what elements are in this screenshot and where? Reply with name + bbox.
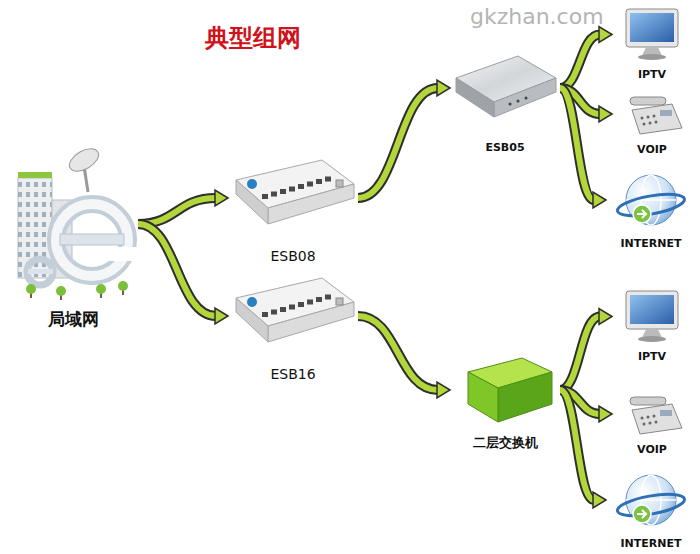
- esb05-device-part: [525, 97, 528, 100]
- lan-icon-part: [26, 284, 36, 294]
- arrow-head: [215, 190, 228, 206]
- terminal-node: INTERNET: [606, 168, 696, 251]
- switch-device-part: [468, 372, 498, 422]
- flow-arrow: [138, 224, 228, 324]
- arrow-head: [437, 80, 450, 96]
- arrow-outline: [560, 390, 594, 500]
- tv-monitor: [626, 291, 678, 342]
- lan-icon-part: [102, 247, 138, 261]
- esb05-device-part: [456, 78, 494, 117]
- node-label: 二层交换机: [473, 435, 538, 452]
- flow-arrow: [138, 190, 228, 224]
- switch-device-part: [498, 372, 552, 422]
- voip-phone: [630, 97, 682, 134]
- arrow-outline: [560, 88, 594, 200]
- esb05-device: [456, 56, 556, 117]
- arrow-outline: [560, 35, 600, 89]
- arrow-head: [599, 106, 612, 122]
- esb08-device: [236, 160, 354, 224]
- esb16-device: [236, 278, 354, 342]
- arrow-shaft: [358, 316, 438, 390]
- arrow-shaft: [560, 88, 594, 200]
- arrow-shaft: [560, 317, 600, 391]
- arrow-shaft: [560, 35, 600, 89]
- internet-globe: [616, 475, 686, 525]
- lan-icon-part: [27, 259, 53, 285]
- switch-device: [468, 358, 552, 422]
- watermark: gkzhan.com: [470, 4, 604, 29]
- node-label: VOIP: [637, 443, 667, 457]
- arrow-shaft: [560, 390, 594, 500]
- arrow-outline: [358, 88, 438, 198]
- flow-arrow: [560, 309, 612, 391]
- node-label: ESB05: [485, 141, 524, 155]
- node-label: IPTV: [638, 350, 666, 364]
- tv-monitor: [626, 9, 678, 60]
- device-node: ESB16: [228, 268, 358, 383]
- terminal-node: VOIP: [612, 390, 692, 457]
- flow-arrow: [560, 390, 606, 508]
- arrow-head: [215, 308, 228, 324]
- flow-arrow: [560, 88, 606, 208]
- arrow-outline: [138, 224, 216, 316]
- node-label: VOIP: [637, 143, 667, 157]
- arrow-head: [437, 382, 450, 398]
- terminal-node: IPTV: [612, 6, 692, 82]
- node-label: ESB08: [270, 247, 315, 265]
- lan-icon: [18, 144, 138, 300]
- terminal-node: INTERNET: [606, 468, 696, 551]
- lan-icon-part: [118, 281, 128, 291]
- node-label: INTERNET: [620, 237, 681, 251]
- esb05-device-part: [494, 78, 556, 117]
- arrow-head: [599, 406, 612, 422]
- lan-icon-part: [28, 269, 53, 274]
- arrow-shaft: [138, 198, 216, 224]
- arrow-head: [593, 492, 606, 508]
- flow-arrow: [358, 316, 450, 398]
- network-node: 局域网: [8, 140, 138, 330]
- lan-icon-part: [60, 234, 124, 245]
- terminal-node: VOIP: [612, 90, 692, 157]
- diagram-title: 典型组网: [205, 22, 301, 54]
- node-label: IPTV: [638, 68, 666, 82]
- arrow-head: [599, 309, 612, 325]
- arrow-outline: [138, 198, 216, 224]
- terminal-node: IPTV: [612, 288, 692, 364]
- node-label: 局域网: [48, 308, 99, 330]
- arrow-outline: [560, 317, 600, 391]
- lan-icon-part: [96, 284, 106, 294]
- lan-icon-part: [18, 172, 52, 178]
- arrow-outline: [358, 316, 438, 390]
- arrow-shaft: [358, 88, 438, 198]
- flow-arrow: [358, 80, 450, 198]
- flow-arrow: [560, 27, 612, 89]
- lan-icon-part: [66, 144, 103, 176]
- lan-icon-part: [56, 204, 128, 276]
- switch-node: 二层交换机: [450, 348, 560, 452]
- node-label: ESB16: [270, 365, 315, 383]
- arrow-head: [593, 192, 606, 208]
- lan-icon-part: [56, 286, 66, 296]
- voip-phone: [630, 397, 682, 434]
- node-label: INTERNET: [620, 537, 681, 551]
- esb05-device-part: [509, 103, 512, 106]
- device-node: ESB05: [450, 40, 560, 155]
- esb05-device-part: [517, 100, 520, 103]
- internet-globe: [616, 175, 686, 225]
- arrow-shaft: [138, 224, 216, 316]
- device-node: ESB08: [228, 150, 358, 265]
- lan-icon-part: [56, 204, 128, 276]
